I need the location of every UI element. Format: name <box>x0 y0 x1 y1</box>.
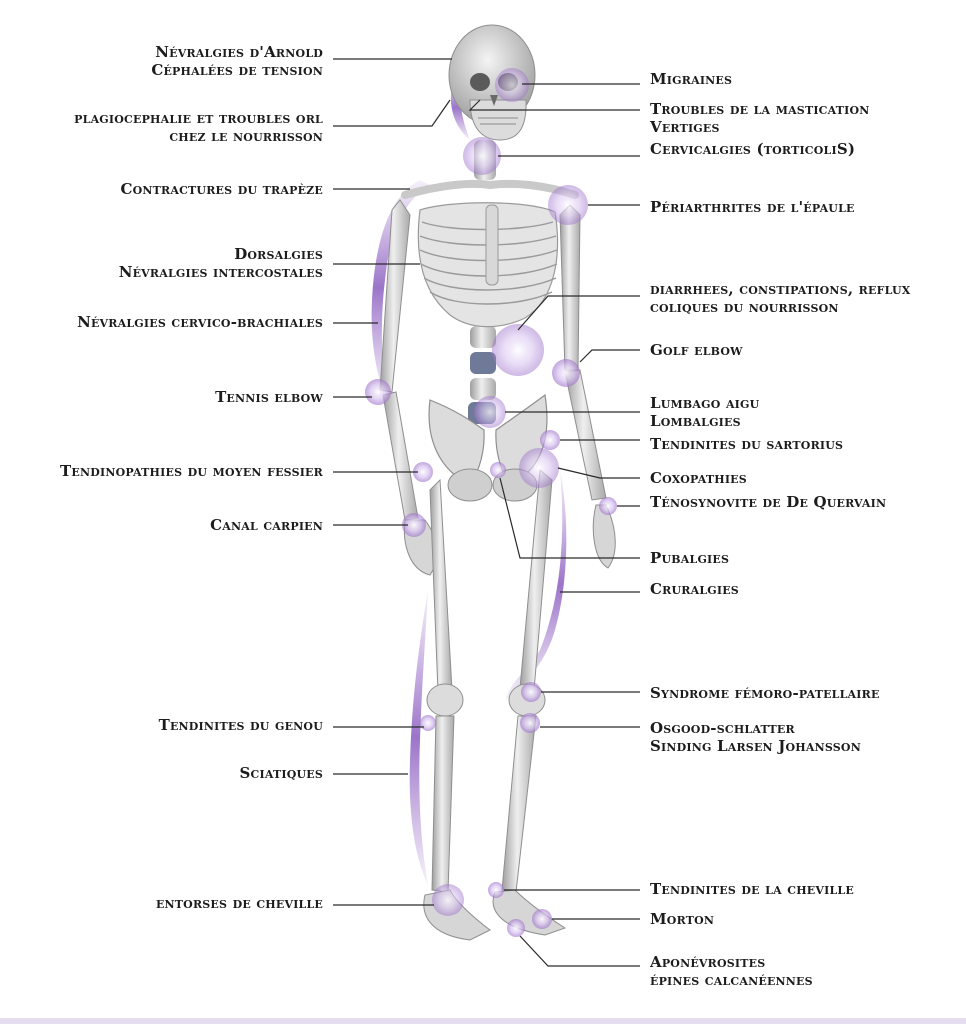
label-cervicalgies: Cervicalgies (torticoliS) <box>650 140 856 158</box>
bottom-accent-bar <box>0 1018 966 1024</box>
label-plagiocephalie: plagiocephalie et troubles orl chez le n… <box>74 109 323 145</box>
label-contractures-trapeze: Contractures du trapèze <box>120 180 323 198</box>
label-troubles-mastication: Troubles de la mastication Vertiges <box>650 100 870 136</box>
label-canal-carpien: Canal carpien <box>210 516 323 534</box>
label-aponevrosites: Aponévrosites épines calcanéennes <box>650 953 813 989</box>
label-diarrhees-constipations: diarrhees, constipations, reflux colique… <box>650 280 911 316</box>
label-syndrome-femoro-patellaire: Syndrome fémoro-patellaire <box>650 684 880 702</box>
label-migraines: Migraines <box>650 70 733 88</box>
joint-markers <box>365 68 617 937</box>
label-entorses-cheville: entorses de cheville <box>155 894 323 912</box>
label-morton: Morton <box>650 910 715 928</box>
label-pubalgies: Pubalgies <box>650 549 730 567</box>
label-nevralgies-cervico-brachiales: Névralgies cervico-brachiales <box>77 313 323 331</box>
label-periarthrites-epaule: Périarthrites de l'épaule <box>650 198 855 216</box>
label-lumbago-aigu: Lumbago aigu Lombalgies <box>650 394 760 430</box>
leader-lines <box>333 58 640 967</box>
label-coxopathies: Coxopathies <box>650 469 747 487</box>
label-tendinopathies-moyen-fessier: Tendinopathies du moyen fessier <box>60 462 323 480</box>
label-tendinites-cheville: Tendinites de la cheville <box>650 880 854 898</box>
arms <box>379 199 616 576</box>
label-nevralgies-arnold: Névralgies d'Arnold Céphalées de tension <box>151 43 323 79</box>
ribcage <box>401 179 579 328</box>
legs <box>423 469 567 941</box>
label-osgood-schlatter: Osgood-schlatter Sinding Larsen Johansso… <box>650 719 861 755</box>
label-tenosynovite-de-quervain: Ténosynovite de De Quervain <box>650 493 887 511</box>
label-sciatiques: Sciatiques <box>239 764 323 782</box>
label-tennis-elbow: Tennis elbow <box>215 388 323 406</box>
label-golf-elbow: Golf elbow <box>650 341 743 359</box>
label-tendinites-sartorius: Tendinites du sartorius <box>650 435 844 453</box>
label-tendinites-genou: Tendinites du genou <box>158 716 323 734</box>
label-dorsalgies: Dorsalgies Névralgies intercostales <box>118 245 323 281</box>
label-cruralgies: Cruralgies <box>650 580 739 598</box>
